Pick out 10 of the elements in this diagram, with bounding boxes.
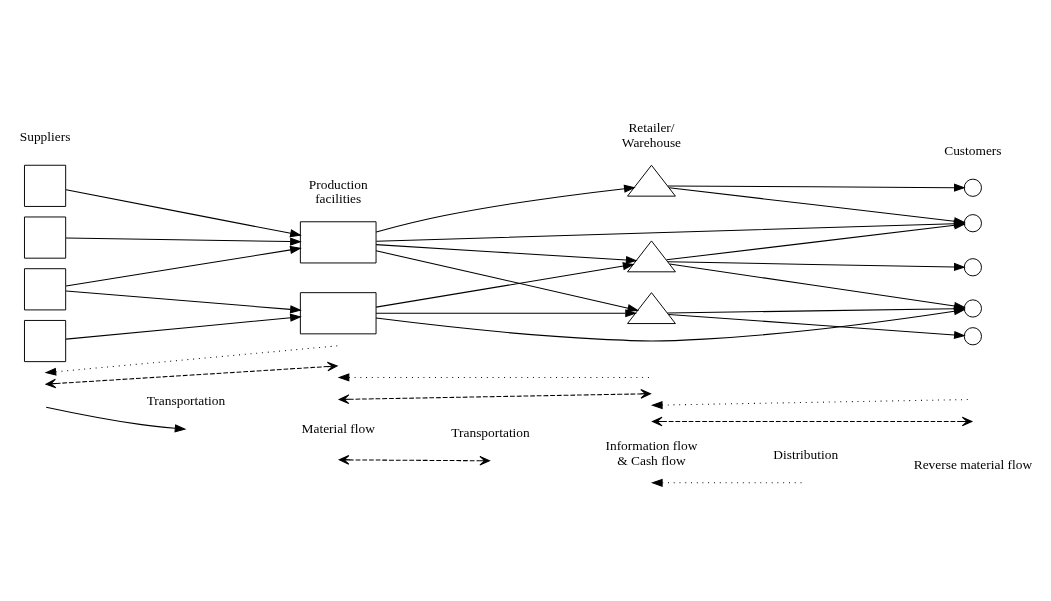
label: Production facilities [308, 176, 368, 207]
legend-label: Reverse material flow [913, 457, 1033, 473]
label: Customers [944, 142, 1002, 158]
label: Distribution [773, 446, 839, 462]
label: Retailer/ Warehouse [621, 120, 682, 150]
legend-label: Information flow & Cash flow [605, 438, 698, 468]
label: Transportation [451, 424, 530, 440]
legend-label: Material flow [301, 420, 375, 436]
label: Suppliers [19, 128, 71, 144]
label: Transportation [146, 392, 226, 408]
